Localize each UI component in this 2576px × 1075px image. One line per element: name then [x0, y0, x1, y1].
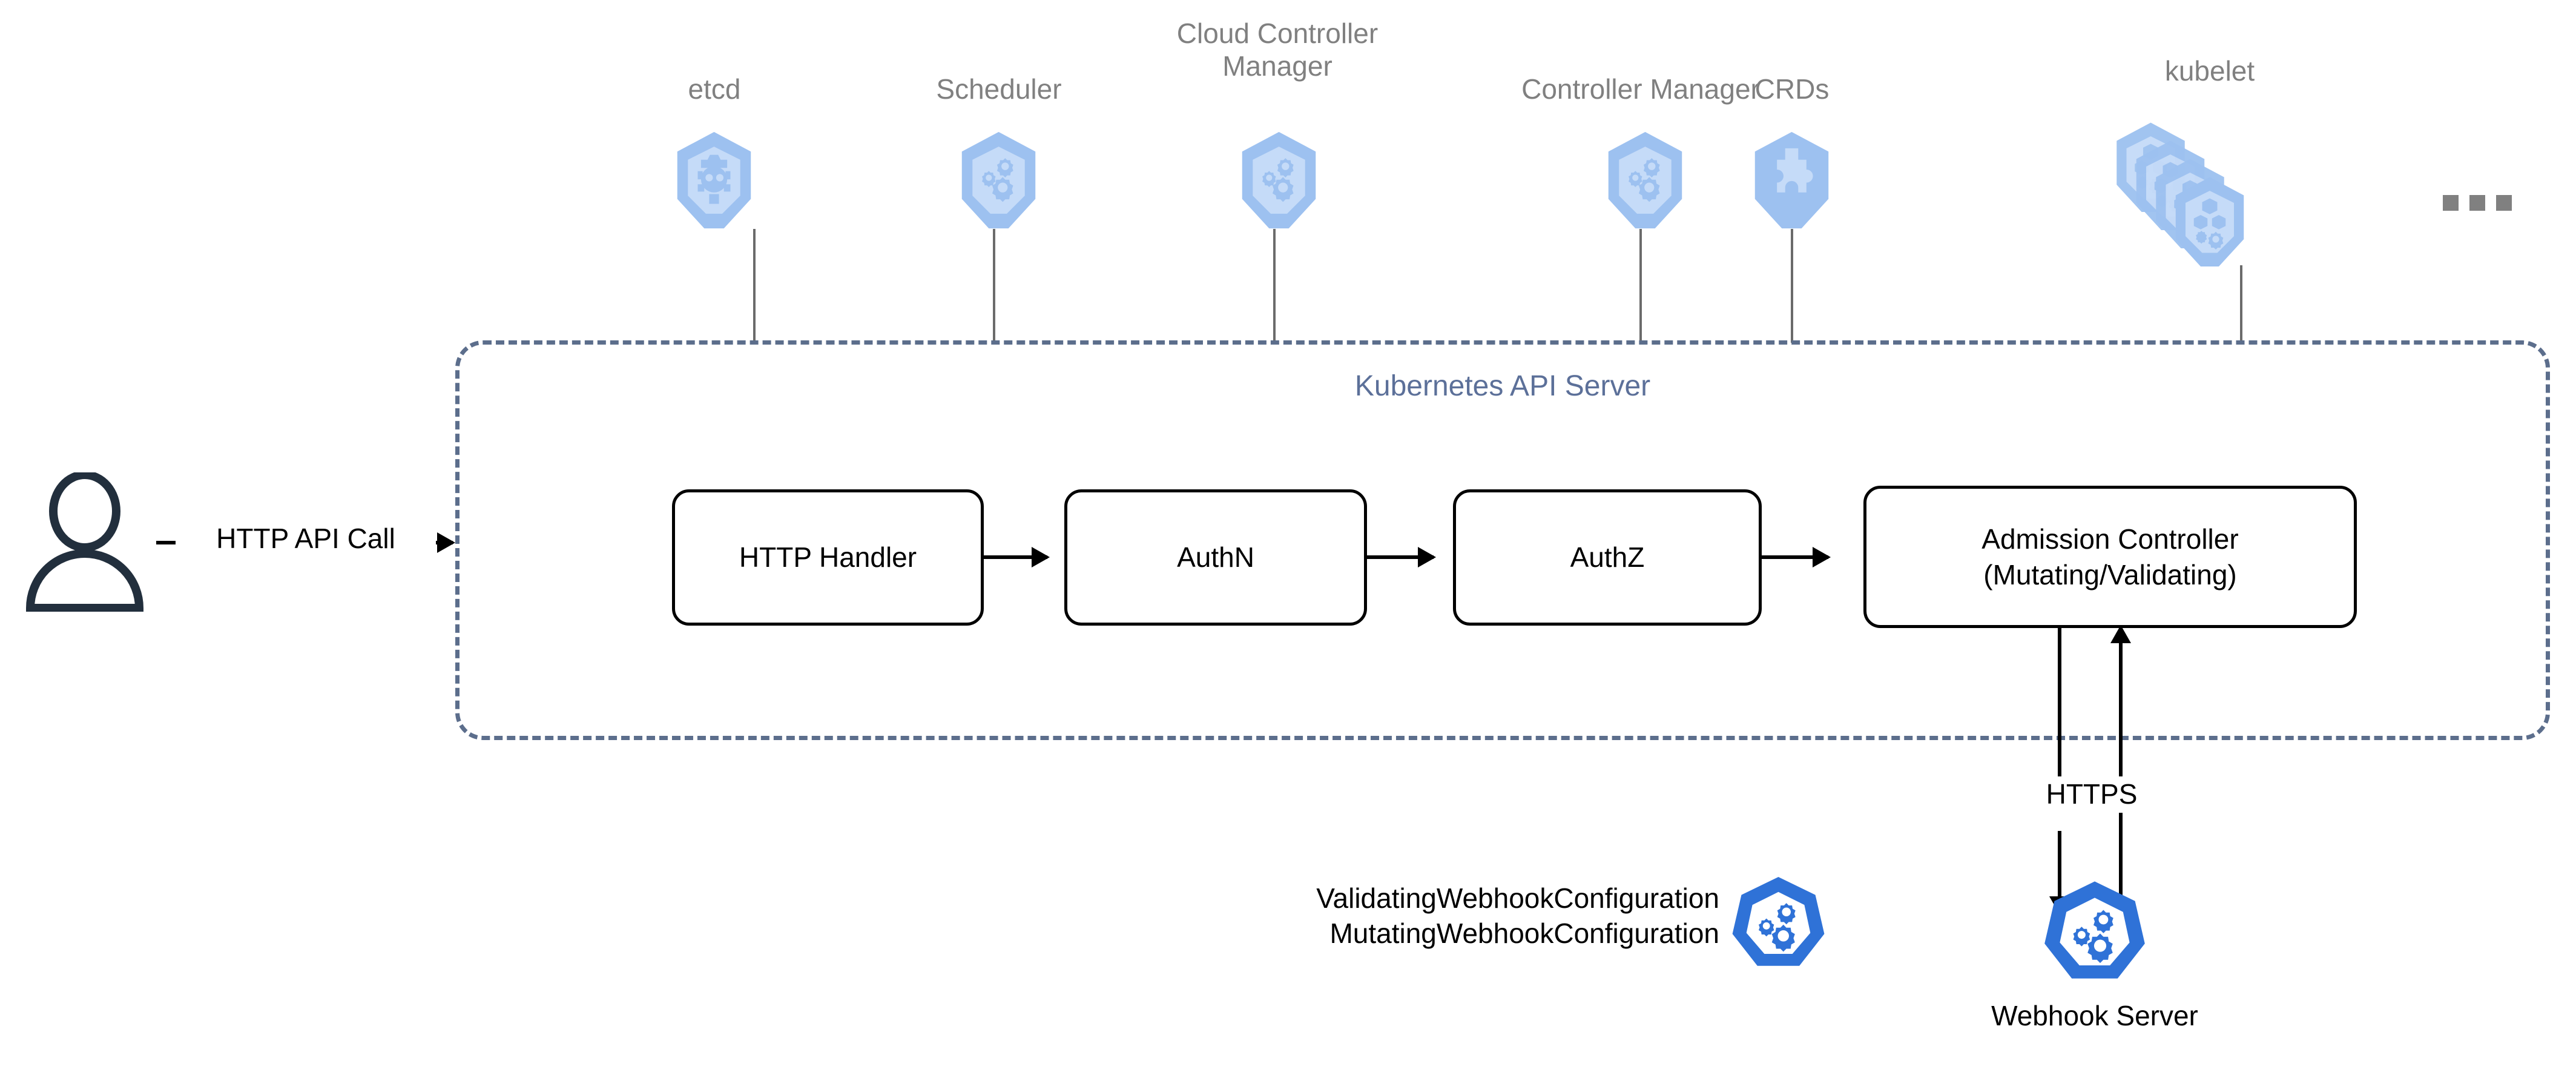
webhook-response-arrow [2110, 625, 2131, 790]
k8s-gears-icon-controller-manager [1604, 130, 1686, 230]
connector-controller-manager [1639, 229, 1642, 343]
kubernetes-api-server-container [455, 340, 2550, 740]
k8s-puzzle-icon-crds [1751, 130, 1833, 230]
k8s-gears-solid-icon-webhook-server [2040, 878, 2149, 987]
k8s-gears-icon-scheduler [958, 130, 1039, 230]
k8s-gears-solid-icon-webhook-config [1728, 874, 1828, 974]
k8s-gears-icon-cloud-controller-manager [1238, 130, 1320, 230]
overflow-ellipsis-icon [2443, 195, 2512, 211]
connector-cloud-controller-manager [1273, 229, 1276, 343]
pipeline-box-authn[interactable]: AuthN [1064, 489, 1367, 626]
k8s-kubelet-stack-icon [2113, 121, 2313, 273]
http-api-call-label: HTTP API Call [176, 521, 436, 557]
k8s-etcd-icon [673, 130, 755, 230]
connector-scheduler [993, 229, 995, 343]
webhook-request-line-upper [2058, 628, 2061, 789]
connector-crds [1791, 229, 1793, 343]
connector-kubelet [2240, 265, 2242, 343]
user-actor-icon [18, 471, 151, 612]
component-label-scheduler: Scheduler [936, 73, 1062, 105]
component-label-etcd: etcd [688, 73, 741, 105]
pipeline-box-authz[interactable]: AuthZ [1453, 489, 1762, 626]
pipeline-arrow-handler-to-authn [984, 547, 1050, 567]
pipeline-box-http-handler[interactable]: HTTP Handler [672, 489, 984, 626]
component-label-controller-manager: Controller Manager [1521, 73, 1760, 105]
webhook-server-label: Webhook Server [1991, 1000, 2198, 1031]
pipeline-arrow-authz-to-admission [1762, 547, 1831, 567]
webhook-response-line-lower [2119, 802, 2123, 924]
component-label-cloud-controller-manager: Cloud Controller Manager [1176, 18, 1379, 82]
webhook-configurations-label: ValidatingWebhookConfiguration MutatingW… [1316, 882, 1719, 949]
component-label-kubelet: kubelet [2164, 55, 2255, 87]
pipeline-arrow-authn-to-authz [1367, 547, 1436, 567]
pipeline-box-admission-controller[interactable]: Admission Controller (Mutating/Validatin… [1863, 486, 2357, 628]
component-label-crds: CRDs [1754, 73, 1830, 105]
https-label: HTTPS [2007, 776, 2176, 813]
connector-etcd [753, 229, 756, 343]
kubernetes-api-server-title: Kubernetes API Server [1354, 370, 1651, 402]
